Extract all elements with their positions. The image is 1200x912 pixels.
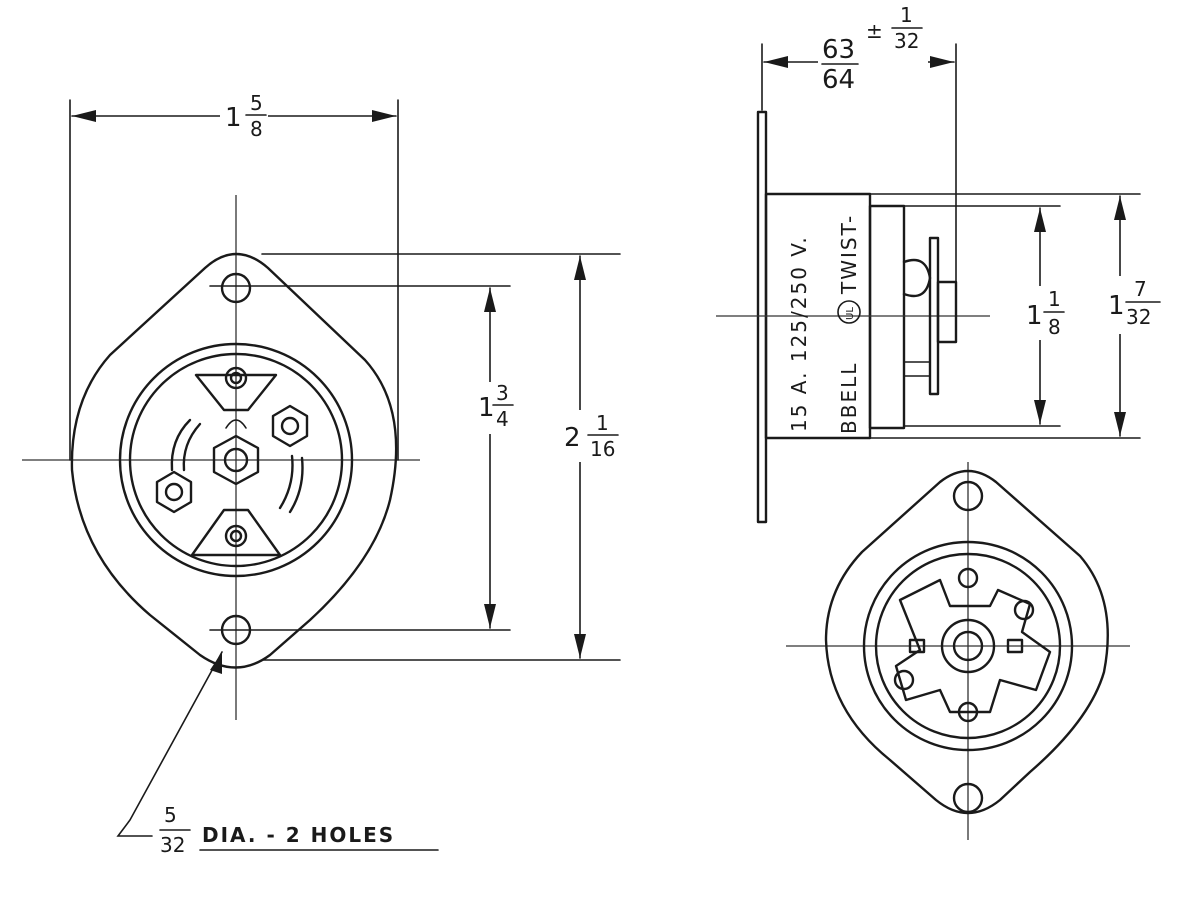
left-twist-slot (170, 418, 192, 472)
hole-note-num: 5 (164, 803, 177, 827)
rear-center-boss (940, 618, 996, 674)
body-height-arrow-top (1034, 208, 1046, 232)
body-height-label-bg (1024, 286, 1068, 340)
side-view: 15 A. 125/250 V. BBELL UL TWIST- 63 64 ±… (716, 3, 1164, 524)
side-terminal-clamp (936, 280, 958, 344)
width-arrow-left (72, 110, 96, 122)
rear-left-tab (908, 638, 926, 654)
side-height-num: 7 (1134, 277, 1147, 301)
side-rear-cap (868, 204, 906, 430)
body-height-arrow-bottom (1034, 400, 1046, 424)
hole-leader-arrow (210, 652, 222, 674)
rear-outer-ring (862, 540, 1074, 752)
ground-slot (225, 419, 247, 429)
receptacle-outer-ring (118, 342, 354, 578)
top-mounting-hole (220, 272, 252, 304)
depth-num: 63 (822, 35, 855, 65)
side-height-label-bg (1106, 276, 1164, 334)
right-terminal-screw (280, 416, 300, 436)
side-marking-line1: 15 A. 125/250 V. (787, 235, 811, 432)
side-height-den: 32 (1126, 305, 1151, 329)
hole-note-den: 32 (160, 833, 185, 857)
height-num: 1 (596, 411, 609, 435)
width-label-bg (220, 92, 268, 142)
lower-contact-bridge (190, 508, 282, 557)
side-terminal-screw-head (902, 258, 932, 298)
front-view: 1 5 8 1 3 4 2 1 16 5 32 DIA. - 2 HOLES (22, 91, 622, 857)
hole-spacing-whole: 1 (478, 393, 495, 423)
height-den: 16 (590, 437, 615, 461)
left-twist-slot-edge (182, 422, 202, 472)
height-label-bg (560, 410, 622, 462)
width-arrow-right (372, 110, 396, 122)
height-arrow-bottom (574, 634, 586, 658)
height-whole: 2 (564, 423, 581, 453)
hole-leader-line (116, 651, 223, 837)
rear-left-terminal (893, 669, 915, 691)
left-terminal-screw (164, 482, 184, 502)
height-arrow-top (574, 256, 586, 280)
side-marking-brand: BBELL (837, 362, 861, 434)
body-height-den: 8 (1048, 315, 1061, 339)
side-height-arrow-top (1114, 196, 1126, 220)
rear-lower-rivet (957, 701, 979, 723)
depth-arrow-left (764, 56, 788, 68)
ul-mark-symbol: UL (845, 307, 856, 320)
hole-spacing-num: 3 (496, 381, 509, 405)
depth-arrow-right (930, 56, 954, 68)
hole-note-text: DIA. - 2 HOLES (202, 823, 395, 847)
right-terminal-hex (271, 404, 309, 448)
lower-rivet (224, 524, 248, 548)
rear-view (786, 462, 1130, 840)
depth-tolerance-sign: ± (866, 19, 883, 43)
lower-rivet-inner (229, 529, 243, 543)
side-height-whole: 1 (1108, 291, 1125, 321)
hole-spacing-label-bg (474, 382, 518, 434)
center-screw (223, 447, 249, 473)
right-twist-slot (278, 454, 294, 510)
upper-contact-bridge (194, 373, 278, 412)
width-den: 8 (250, 117, 263, 141)
rear-mounting-flange (824, 469, 1109, 815)
rear-right-terminal (1013, 599, 1035, 621)
body-height-num: 1 (1048, 287, 1061, 311)
left-terminal-hex (155, 470, 193, 514)
upper-rivet (224, 366, 248, 390)
rear-right-tab (1006, 638, 1024, 654)
depth-den: 64 (822, 65, 855, 95)
depth-tolerance-den: 32 (894, 29, 919, 53)
width-whole: 1 (225, 103, 242, 133)
rear-center-boss-inner (952, 630, 984, 662)
depth-tolerance-num: 1 (900, 3, 913, 27)
hole-spacing-arrow-top (484, 288, 496, 312)
upper-rivet-inner (229, 371, 243, 385)
body-height-whole: 1 (1026, 301, 1043, 331)
width-num: 5 (250, 91, 263, 115)
side-height-arrow-bottom (1114, 412, 1126, 436)
side-marking-twist: TWIST- (837, 214, 861, 295)
receptacle-inner-ring (128, 352, 344, 568)
rear-upper-rivet (957, 567, 979, 589)
hole-spacing-den: 4 (496, 407, 509, 431)
center-hex-nut (212, 434, 260, 486)
mounting-flange (70, 252, 398, 669)
rear-inner-ring (874, 552, 1062, 740)
depth-label-bg (818, 14, 928, 92)
rear-bottom-hole (952, 782, 984, 814)
rear-top-hole (952, 480, 984, 512)
hole-spacing-arrow-bottom (484, 604, 496, 628)
ul-mark-circle (837, 300, 861, 324)
right-twist-slot-edge (288, 456, 304, 514)
